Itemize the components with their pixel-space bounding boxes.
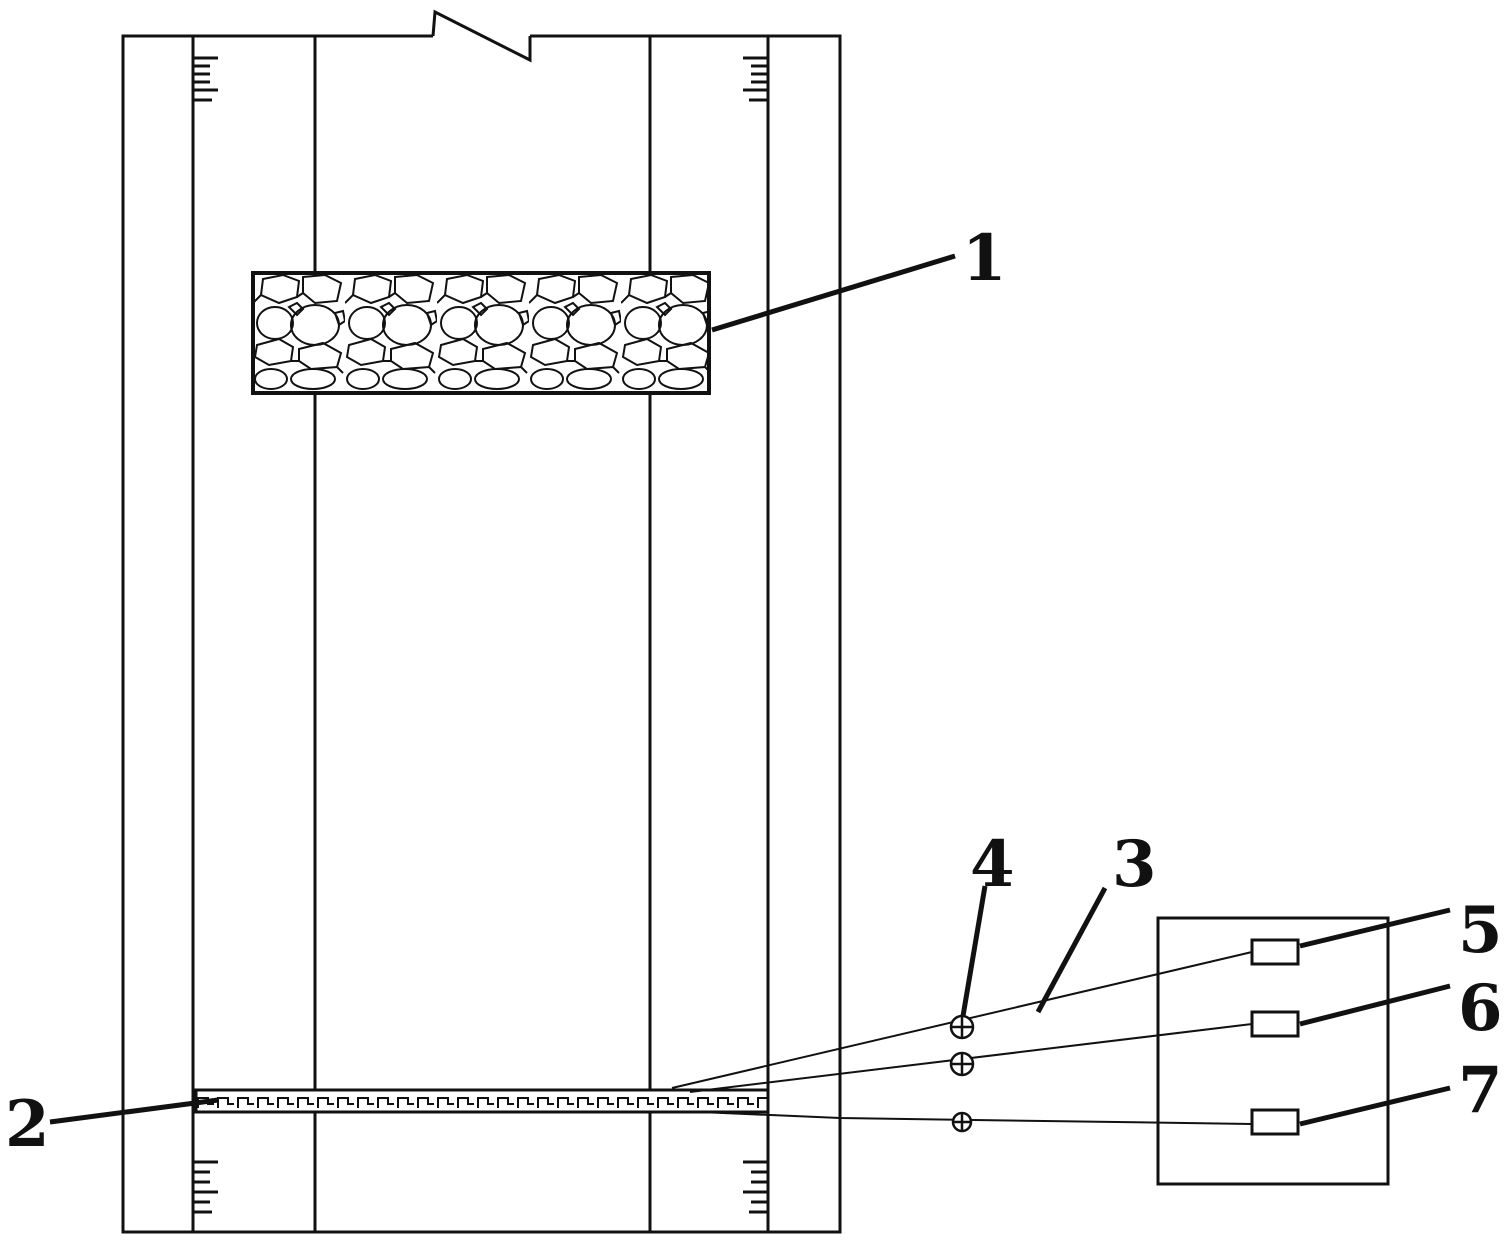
leader-3 [1035,886,1108,1014]
leader-5 [1299,907,1451,949]
label-7: 7 [1458,1053,1503,1128]
connector-lower [951,1111,973,1133]
break-symbol [431,9,532,63]
module-7 [1250,1108,1300,1136]
sensor-strip-pattern [197,1092,767,1110]
leader-7 [1299,1085,1451,1127]
module-5 [1250,938,1300,966]
module-6 [1250,1010,1300,1038]
leader-lines [49,253,1451,1127]
label-5: 5 [1458,893,1503,968]
column-body [121,9,842,1234]
leader-6 [1299,983,1451,1027]
label-4: 4 [970,827,1015,902]
connector-upper [949,1014,975,1040]
aggregate-fill [253,273,709,393]
leader-4 [960,885,988,1017]
connectors [949,1014,975,1133]
scale-ticks-top-right [743,56,768,102]
label-2: 2 [5,1087,50,1162]
label-3: 3 [1112,827,1157,902]
wire-lower [699,1111,1253,1125]
scale-ticks-bottom-right [743,1160,768,1214]
scale-ticks-top-left [193,56,218,102]
column-outline [121,34,842,1234]
leader-2 [49,1097,219,1125]
connector-middle [949,1051,975,1077]
label-6: 6 [1458,971,1503,1046]
scale-ticks-bottom-left [193,1160,218,1214]
leader-1 [711,253,956,333]
measurement-box [1156,916,1390,1186]
label-1: 1 [962,221,1007,296]
aggregate-block-border [251,271,711,395]
